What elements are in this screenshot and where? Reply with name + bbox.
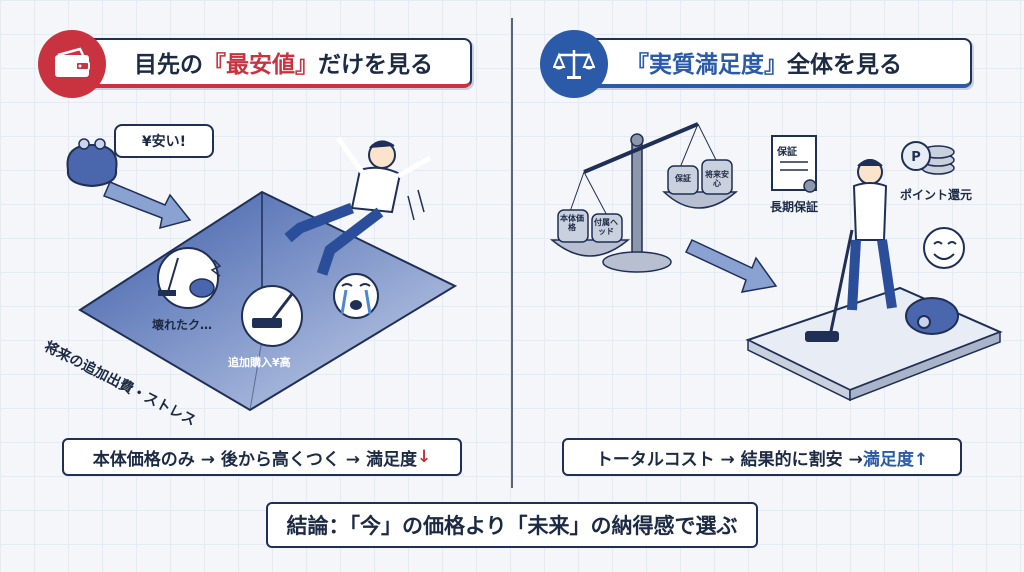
weight-label-warranty: 保証 xyxy=(675,174,691,183)
balance-scale xyxy=(549,122,739,273)
right-header-post: 全体を見る xyxy=(787,52,902,78)
broken-label: 壊れたク… xyxy=(152,318,213,332)
scale-icon xyxy=(540,30,608,98)
weight-label-price: 本体価格 xyxy=(560,214,584,232)
right-summary-prefix: トータルコスト → 結果的に割安 → xyxy=(595,449,863,470)
points-label: ポイント還元 xyxy=(900,188,973,202)
down-arrow-icon: ↓ xyxy=(416,447,432,467)
center-divider xyxy=(511,18,513,488)
smile-face-icon xyxy=(923,227,965,269)
left-header-pre: 目先の xyxy=(134,52,203,78)
wallet-icon xyxy=(38,30,106,98)
svg-text:P: P xyxy=(911,150,921,165)
certificate-title: 保証 xyxy=(777,147,797,158)
right-header: 『実質満足度』全体を見る xyxy=(576,38,972,88)
crying-face-icon xyxy=(333,273,379,319)
person-vacuuming xyxy=(805,159,959,342)
weight-label-future: 将来安心 xyxy=(705,170,729,188)
extra-purchase-label: 追加購入¥高 xyxy=(228,356,291,369)
left-summary-text: 本体価格のみ → 後から高くつく → 満足度 xyxy=(92,449,417,470)
left-header: 目先の『最安値』だけを見る xyxy=(80,38,472,88)
coin-purse-icon xyxy=(66,138,118,188)
left-header-post: だけを見る xyxy=(318,52,433,78)
coins-icon: P xyxy=(901,141,955,175)
right-header-highlight: 『実質満足度』 xyxy=(626,52,787,78)
certificate-icon xyxy=(771,135,817,193)
vacuum-icon xyxy=(157,247,222,309)
warranty-label: 長期保証 xyxy=(770,200,819,214)
left-header-highlight: 『最安値』 xyxy=(203,52,318,78)
conclusion-box: 結論：「今」の価格より「未来」の納得感で選ぶ xyxy=(266,502,758,548)
conclusion-text: 結論：「今」の価格より「未来」の納得感で選ぶ xyxy=(286,514,738,538)
left-summary: 本体価格のみ → 後から高くつく → 満足度↓ xyxy=(62,438,462,476)
falling-person xyxy=(284,136,432,276)
right-summary-highlight: 満足度↑ xyxy=(862,449,929,470)
price-bubble: ¥安い! xyxy=(114,124,214,158)
nozzle-icon xyxy=(241,285,303,347)
weight-label-head: 付属ヘッド xyxy=(594,218,618,236)
right-summary: トータルコスト → 結果的に割安 → 満足度↑ xyxy=(562,438,962,476)
right-illustration: P xyxy=(549,122,1003,402)
left-illustration xyxy=(66,136,458,412)
